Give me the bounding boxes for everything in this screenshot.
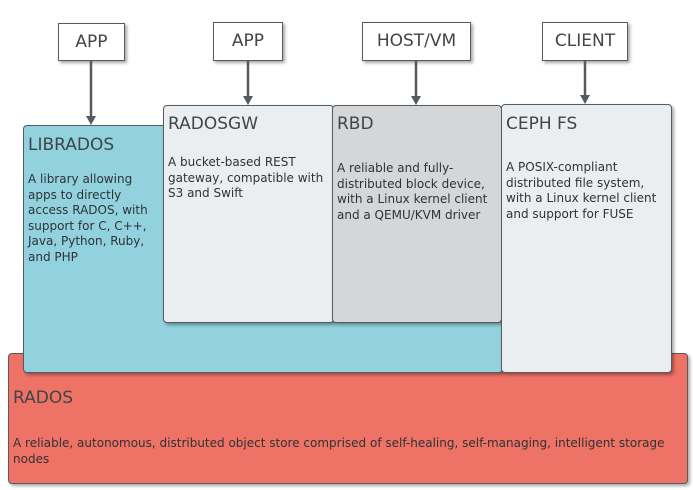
rbd-description: A reliable and fully-distributed block d… <box>337 161 488 222</box>
app-box-1: APP <box>58 23 125 61</box>
rados-title: RADOS <box>13 388 74 408</box>
client-box: CLIENT <box>542 22 628 61</box>
host-vm-box: HOST/VM <box>362 22 471 61</box>
rbd-title: RBD <box>337 114 374 134</box>
rbd-box: RBD A reliable and fully-distributed blo… <box>332 105 502 323</box>
librados-title: LIBRADOS <box>28 135 115 155</box>
cephfs-title: CEPH FS <box>506 114 578 134</box>
arrow-app2-to-radosgw <box>243 61 253 105</box>
arrow-app1-to-librados <box>86 61 96 125</box>
arrow-client-to-cephfs <box>580 61 590 104</box>
radosgw-description: A bucket-based REST gateway, compatible … <box>168 155 324 200</box>
app-box-2: APP <box>213 22 283 61</box>
arrow-hostvm-to-rbd <box>411 61 421 105</box>
cephfs-box: CEPH FS A POSIX-compliant distributed fi… <box>501 104 672 373</box>
cephfs-description: A POSIX-compliant distributed file syste… <box>506 160 657 221</box>
rados-box: RADOS A reliable, autonomous, distribute… <box>8 353 688 484</box>
radosgw-title: RADOSGW <box>168 114 258 134</box>
rados-description: A reliable, autonomous, distributed obje… <box>13 436 665 466</box>
librados-description: A library allowing apps to directly acce… <box>28 172 148 264</box>
